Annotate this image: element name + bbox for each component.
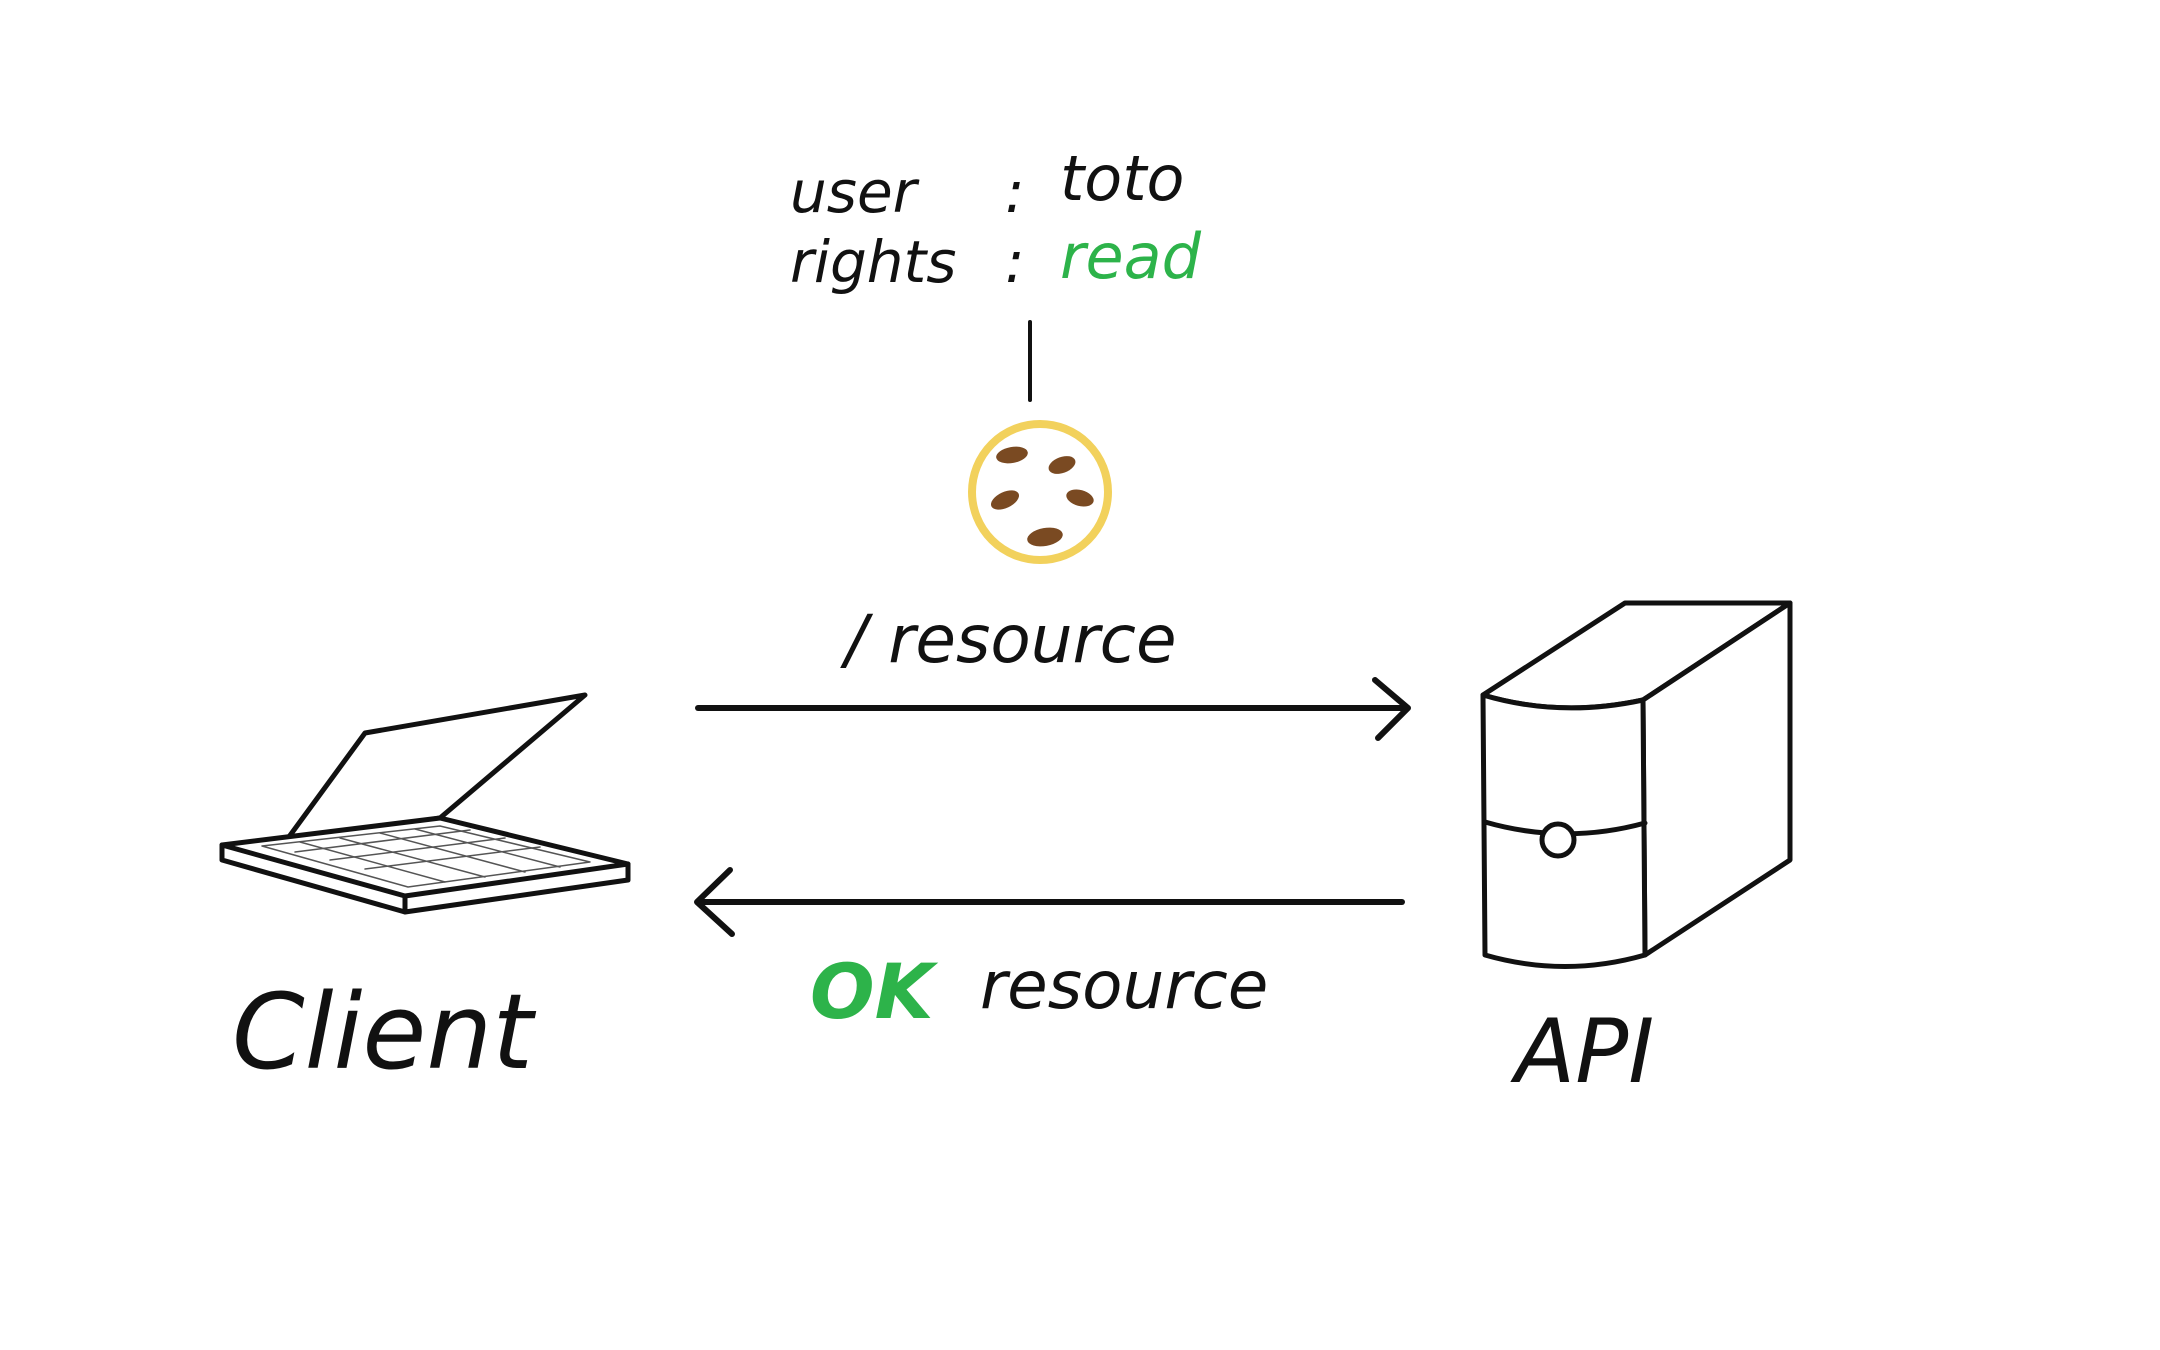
response-arrow: [694, 867, 1405, 937]
cookie-payload: user : toto rights : read: [790, 142, 1202, 296]
response-status-label: OK: [810, 947, 939, 1036]
response-body-label: resource: [980, 947, 1268, 1024]
response-label: OK resource: [810, 947, 1268, 1036]
cookie-rights-separator: :: [1005, 228, 1025, 296]
cookie-user-value: toto: [1060, 142, 1184, 215]
request-arrow: [695, 677, 1411, 741]
cookie-rights-value: read: [1060, 220, 1202, 293]
cookie-user-separator: :: [1005, 158, 1025, 226]
cookie-user-key: user: [790, 158, 920, 226]
request-path-label: / resource: [840, 601, 1177, 678]
api-label: API: [1510, 1000, 1654, 1103]
cookie-rights-key: rights: [790, 228, 957, 296]
laptop-icon: [219, 692, 631, 915]
server-icon: [1480, 600, 1793, 969]
cookie-icon: [968, 420, 1112, 564]
client-label: Client: [232, 971, 536, 1093]
